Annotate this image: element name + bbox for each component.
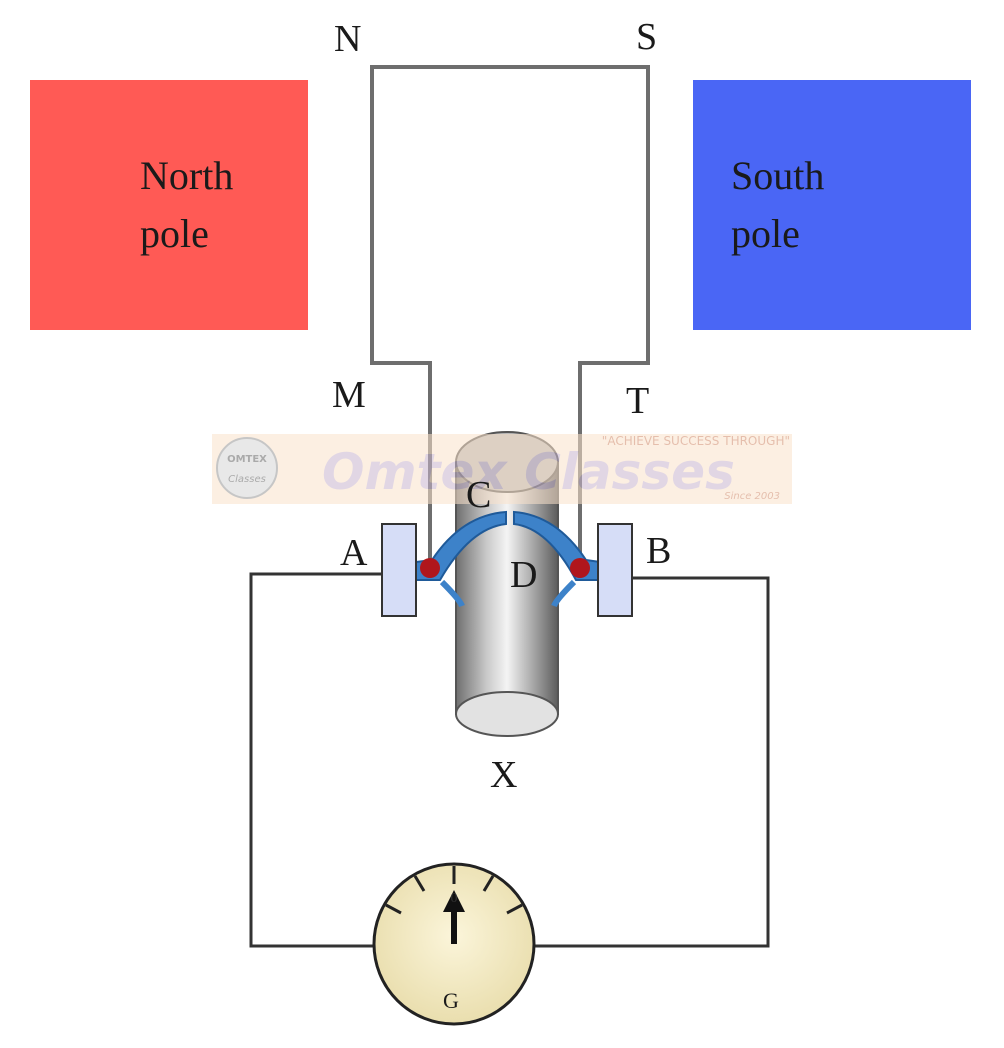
label-g: G	[443, 988, 459, 1013]
watermark-badge	[216, 437, 278, 499]
watermark: OMTEX Classes Omtex Classes "ACHIEVE SUC…	[212, 434, 792, 504]
brush-b	[597, 523, 633, 617]
label-a: A	[340, 532, 368, 574]
contact-point-left	[420, 558, 440, 578]
brush-a	[381, 523, 417, 617]
south-pole-label-line2: pole	[731, 211, 800, 256]
contact-point-right	[570, 558, 590, 578]
label-s: S	[636, 16, 658, 58]
label-m: M	[332, 374, 366, 416]
label-c: C	[466, 474, 492, 516]
north-pole-label-line2: pole	[140, 211, 209, 256]
watermark-tagline: "ACHIEVE SUCCESS THROUGH"	[602, 434, 790, 448]
watermark-badge-top: OMTEX	[227, 454, 267, 465]
external-wire-right	[535, 576, 770, 948]
label-x: X	[490, 754, 518, 796]
watermark-since: Since 2003	[724, 491, 780, 502]
north-pole-magnet: North pole	[30, 80, 308, 330]
galvanometer: 0	[372, 862, 536, 1026]
north-pole-label-line1: North	[140, 153, 234, 198]
coil-wire	[370, 65, 650, 568]
label-n: N	[334, 18, 362, 60]
label-b: B	[646, 530, 672, 572]
external-wire-left	[249, 572, 382, 948]
galvanometer-needle	[443, 890, 465, 944]
watermark-name: Omtex Classes	[322, 443, 735, 501]
label-d: D	[510, 554, 538, 596]
label-t: T	[626, 380, 650, 422]
south-pole-magnet: South pole	[693, 80, 971, 330]
south-pole-label-line1: South	[731, 153, 825, 198]
watermark-badge-bottom: Classes	[228, 474, 266, 485]
galvanometer-zero-mark: 0	[451, 891, 458, 906]
